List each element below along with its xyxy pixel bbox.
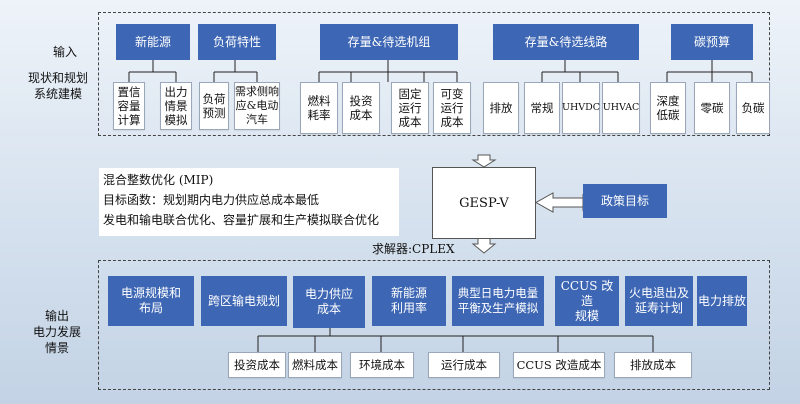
cost-fuel: 燃料成本 <box>288 352 342 378</box>
output-supply-cost: 电力供应 成本 <box>293 276 365 328</box>
item-negative-carbon: 负碳 <box>736 82 770 134</box>
cost-ccus: CCUS 改造成本 <box>513 352 605 378</box>
group-header-lines: 存量&待选线路 <box>493 24 639 60</box>
item-zero-carbon: 零碳 <box>694 82 730 134</box>
item-demand-response: 需求侧响 应&电动 汽车 <box>234 82 280 130</box>
item-load-forecast: 负荷 预测 <box>199 82 229 130</box>
item-deep-low-carbon: 深度 低碳 <box>650 82 686 134</box>
item-output-scenario: 出力 情景 模拟 <box>160 82 192 130</box>
gesp-v-model: GESP-V <box>432 167 536 239</box>
cost-emission: 排放成本 <box>614 352 692 378</box>
policy-target: 政策目标 <box>583 184 667 218</box>
item-fuel-rate: 燃料 耗率 <box>300 82 338 134</box>
output-renewable-utilization: 新能源 利用率 <box>372 276 446 326</box>
group-header-carbon: 碳预算 <box>671 24 753 60</box>
group-header-units: 存量&待选机组 <box>320 24 458 60</box>
item-uhvdc: UHVDC <box>562 82 600 134</box>
mip-title: 混合整数优化 (MIP) <box>103 173 214 187</box>
output-label: 输出 电力发展 情景 <box>32 309 81 355</box>
output-region <box>98 260 770 390</box>
mip-objective: 目标函数：规划期内电力供应总成本最低 <box>103 193 320 207</box>
output-typical-day: 典型日电力电量 平衡及生产模拟 <box>452 276 544 326</box>
output-power-scale: 电源规模和 布局 <box>108 276 194 326</box>
cost-operation: 运行成本 <box>428 352 500 378</box>
mip-description: 混合整数优化 (MIP) 目标函数：规划期内电力供应总成本最低 发电和输电联合优… <box>99 168 399 236</box>
solver-label: 求解器:CPLEX <box>372 242 455 256</box>
output-ccus-scale: CCUS 改造 规模 <box>555 276 619 326</box>
cost-environment: 环境成本 <box>350 352 414 378</box>
item-emission: 排放 <box>483 82 519 134</box>
cost-investment: 投资成本 <box>228 352 286 378</box>
item-investment-cost: 投资 成本 <box>342 82 380 134</box>
group-header-load: 负荷特性 <box>198 24 276 60</box>
output-cross-region: 跨区输电规划 <box>201 276 287 326</box>
item-conventional: 常规 <box>524 82 560 134</box>
item-uhvac: UHVAC <box>602 82 640 134</box>
item-variable-cost: 可变 运行 成本 <box>433 82 471 134</box>
input-label: 输入 <box>52 45 77 59</box>
output-thermal-retirement: 火电退出及 延寿计划 <box>625 276 693 326</box>
item-confidence-capacity: 置信 容量 计算 <box>113 82 145 130</box>
output-power-emission: 电力排放 <box>697 276 747 326</box>
group-header-new-energy: 新能源 <box>116 24 190 60</box>
input-sub-label: 现状和规划 系统建模 <box>27 71 88 101</box>
input-region <box>98 12 770 136</box>
item-fixed-cost: 固定 运行 成本 <box>391 82 429 134</box>
mip-joint-optimization: 发电和输电联合优化、容量扩展和生产模拟联合优化 <box>103 213 380 227</box>
